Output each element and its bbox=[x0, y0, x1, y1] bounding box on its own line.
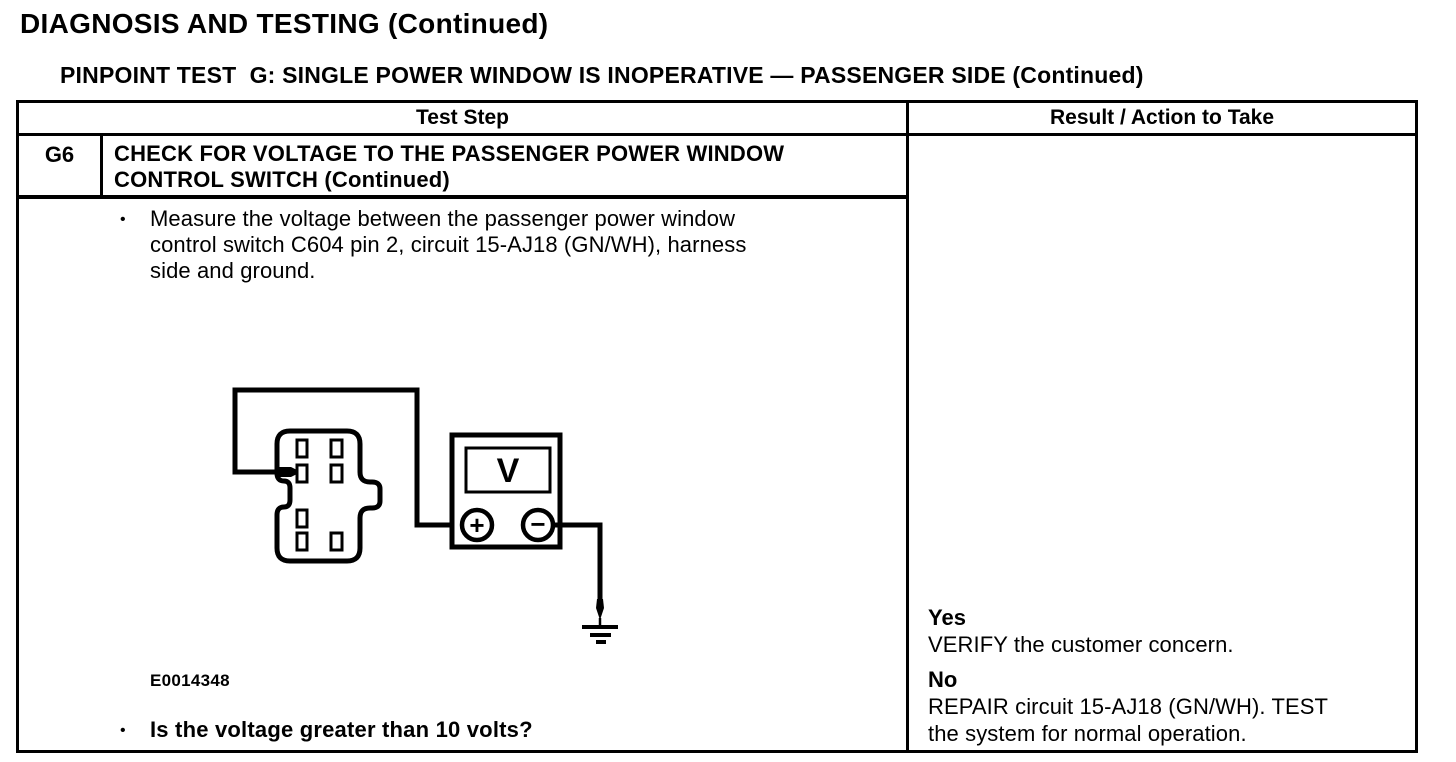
connector-pin bbox=[295, 438, 309, 459]
no-action: REPAIR circuit 15-AJ18 (GN/WH). TEST the… bbox=[928, 693, 1410, 747]
measure-instruction: Measure the voltage between the passenge… bbox=[150, 206, 870, 284]
voltmeter-label: V bbox=[497, 452, 520, 490]
connector-pin-2 bbox=[295, 463, 309, 484]
positive-lead-wire bbox=[232, 387, 461, 528]
step-id-divider bbox=[100, 136, 103, 195]
voltage-test-diagram: V + − bbox=[232, 387, 618, 644]
measure-instruction-line: control switch C604 pin 2, circuit 15-AJ… bbox=[150, 232, 747, 257]
step-title-line: CONTROL SWITCH (Continued) bbox=[114, 167, 450, 192]
no-action-line: REPAIR circuit 15-AJ18 (GN/WH). TEST bbox=[928, 694, 1329, 719]
figure-label: E0014348 bbox=[150, 671, 230, 690]
column-divider bbox=[906, 100, 909, 753]
connector-pin bbox=[329, 531, 344, 552]
plus-terminal-label: + bbox=[469, 510, 484, 540]
plus-terminal-icon bbox=[459, 507, 495, 543]
no-action-line: the system for normal operation. bbox=[928, 721, 1247, 746]
step-title: CHECK FOR VOLTAGE TO THE PASSENGER POWER… bbox=[114, 141, 904, 193]
bullet-icon: • bbox=[120, 211, 126, 228]
measure-instruction-line: Measure the voltage between the passenge… bbox=[150, 206, 736, 231]
result-action-cell: Yes VERIFY the customer concern. No REPA… bbox=[928, 605, 1410, 747]
yes-label: Yes bbox=[928, 605, 966, 630]
pinpoint-test-subtitle: PINPOINT TEST G: SINGLE POWER WINDOW IS … bbox=[60, 62, 1144, 88]
step-title-divider bbox=[16, 195, 909, 199]
step-title-line: CHECK FOR VOLTAGE TO THE PASSENGER POWER… bbox=[114, 141, 785, 166]
step-question: Is the voltage greater than 10 volts? bbox=[150, 717, 533, 742]
yes-action: VERIFY the customer concern. bbox=[928, 632, 1234, 657]
bullet-icon: • bbox=[120, 722, 126, 739]
connector-pin bbox=[295, 508, 309, 529]
result-action-header: Result / Action to Take bbox=[1049, 106, 1275, 129]
probe-tip-icon bbox=[276, 467, 301, 477]
page-title: DIAGNOSIS AND TESTING (Continued) bbox=[20, 8, 549, 39]
pinpoint-test-table bbox=[16, 100, 1418, 753]
voltmeter-display bbox=[464, 446, 552, 494]
no-label: No bbox=[928, 667, 958, 692]
connector-pin bbox=[329, 438, 344, 459]
step-id: G6 bbox=[44, 142, 75, 167]
connector-pin bbox=[329, 463, 344, 484]
ground-probe-tip-icon bbox=[596, 599, 604, 620]
connector-pin bbox=[295, 531, 309, 552]
header-row-divider bbox=[16, 133, 1418, 136]
measure-instruction-line: side and ground. bbox=[150, 258, 316, 283]
ground-icon bbox=[582, 625, 618, 644]
connector-outline bbox=[274, 428, 383, 564]
minus-terminal-icon bbox=[520, 507, 556, 543]
minus-terminal-label: − bbox=[530, 509, 545, 539]
test-step-header: Test Step bbox=[416, 106, 509, 129]
ground-lead-wire bbox=[555, 522, 603, 601]
